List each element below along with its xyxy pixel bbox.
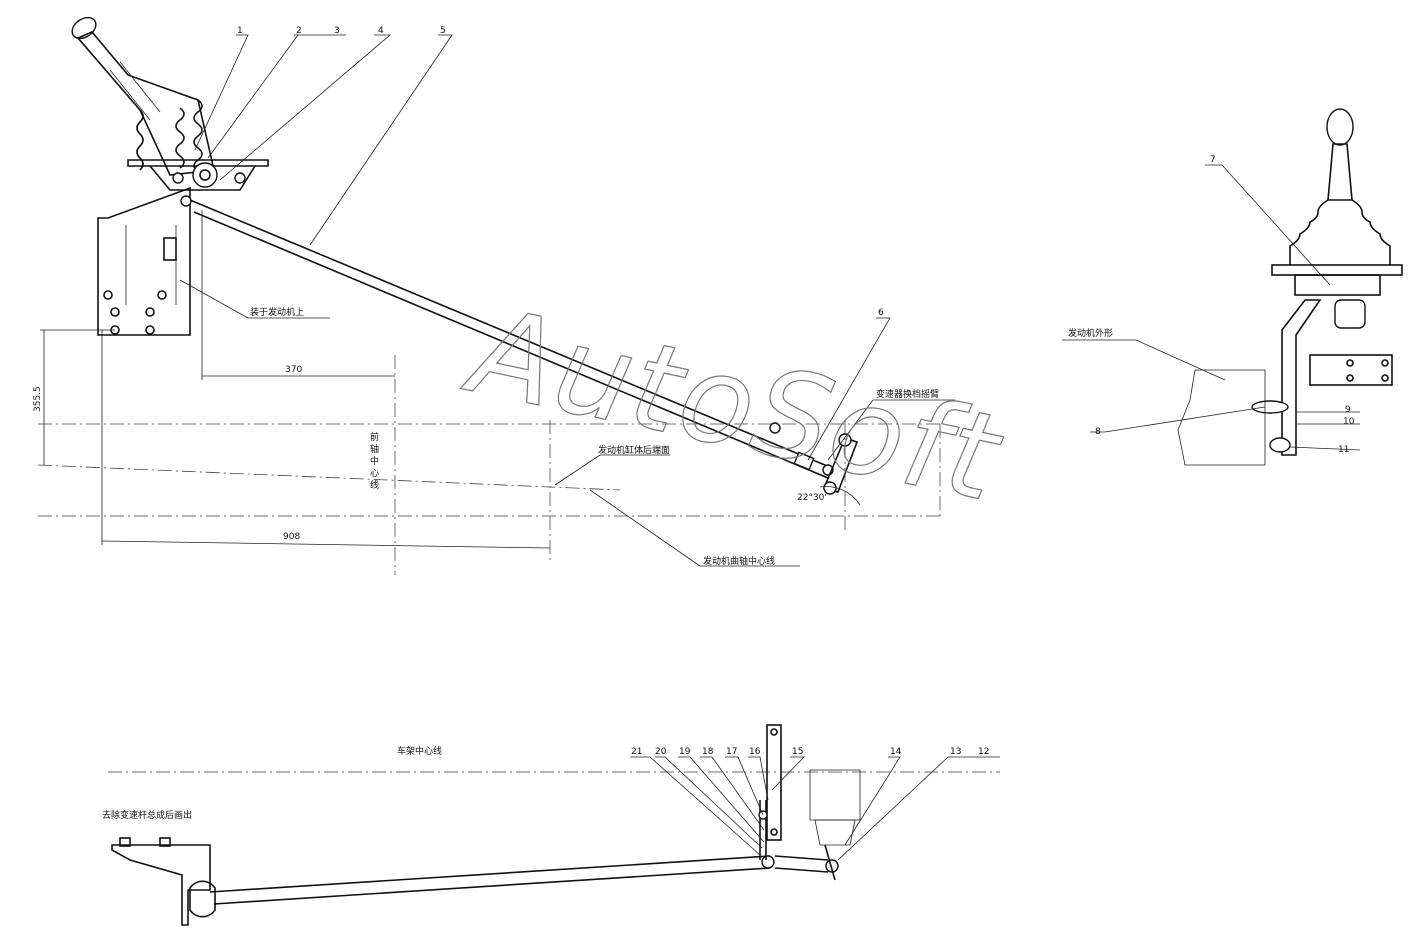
main-side-view: [37, 16, 955, 575]
gearbox-shift-arm: [822, 433, 859, 495]
plan-bracket: [111, 837, 216, 926]
rubber-boot: [136, 99, 203, 173]
detail-shift-lever: [1271, 108, 1403, 329]
label-front-axle-4: 心: [370, 468, 379, 479]
label-front-axle-5: 线: [370, 479, 379, 491]
callout-16: 16: [749, 747, 761, 757]
callout-leaders-bottom: [630, 756, 1000, 861]
callout-10: 10: [1343, 417, 1355, 427]
callout-2: 2: [296, 26, 302, 36]
callout-19: 19: [679, 747, 691, 757]
detail-engine-outline: [1177, 369, 1266, 466]
callout-8: 8: [1095, 427, 1101, 437]
plan-gearbox: [809, 769, 861, 881]
callout-13: 13: [950, 747, 961, 757]
plan-shift-rod: [209, 855, 839, 905]
watermark: AutoSoft: [454, 281, 1013, 530]
engine-mount-bracket: [97, 186, 192, 336]
callout-15: 15: [792, 747, 803, 757]
shift-rod: [189, 199, 834, 479]
label-engine-outline: 发动机外形: [1068, 327, 1113, 339]
dim-angle: 22°30': [797, 493, 827, 503]
callout-7: 7: [1210, 155, 1216, 165]
callout-3: 3: [334, 26, 340, 36]
callout-20: 20: [655, 747, 667, 757]
shift-lever: [71, 16, 215, 176]
lever-base-flange: [127, 159, 269, 191]
label-front-axle-3: 中: [370, 455, 379, 467]
callout-11: 11: [1338, 445, 1349, 455]
callout-numbers: 1 2 3 4 5 6 7 8 9 10 11 12 13 14 15 16 1…: [237, 26, 1355, 757]
callout-18: 18: [702, 747, 714, 757]
dim-355-5: 355.5: [33, 386, 43, 412]
callout-leaders-top: [179, 34, 955, 567]
label-front-axle-1: 前: [370, 431, 379, 443]
callout-leaders-right: [1062, 164, 1361, 451]
dimension-lines: [40, 210, 861, 549]
label-mounted-on-engine: 装于发动机上: [250, 306, 304, 318]
plan-vertical-link: [758, 724, 782, 860]
callout-4: 4: [378, 26, 384, 36]
callout-1: 1: [237, 26, 243, 36]
label-frame-centerline: 车架中心线: [397, 745, 442, 757]
detail-bracket: [1251, 299, 1393, 456]
callout-5: 5: [440, 26, 446, 36]
dimension-texts: 370 908 355.5 22°30': [33, 365, 827, 542]
label-front-axle-2: 轴: [370, 443, 379, 455]
reference-lines: [37, 355, 941, 575]
annotation-texts: 装于发动机上 前 轴 中 心 线 发动机缸体后端面 发动机曲轴中心线 变速器换档…: [102, 306, 1113, 821]
callout-9: 9: [1345, 405, 1351, 415]
callout-21: 21: [631, 747, 642, 757]
label-engine-crank-centerline: 发动机曲轴中心线: [703, 555, 775, 567]
label-engine-block-rear-face: 发动机缸体后端面: [598, 444, 670, 456]
dim-370: 370: [285, 365, 302, 375]
callout-6: 6: [878, 308, 884, 318]
right-detail-view: [1062, 108, 1403, 466]
dim-908: 908: [283, 532, 300, 542]
callout-17: 17: [726, 747, 737, 757]
callout-12: 12: [978, 747, 989, 757]
bottom-plan-view: [108, 724, 1000, 926]
label-view-note: 去除变速杆总成后画出: [102, 809, 192, 821]
label-gearbox-shift-arm: 变速器换档摇臂: [876, 388, 939, 400]
callout-14: 14: [890, 747, 902, 757]
